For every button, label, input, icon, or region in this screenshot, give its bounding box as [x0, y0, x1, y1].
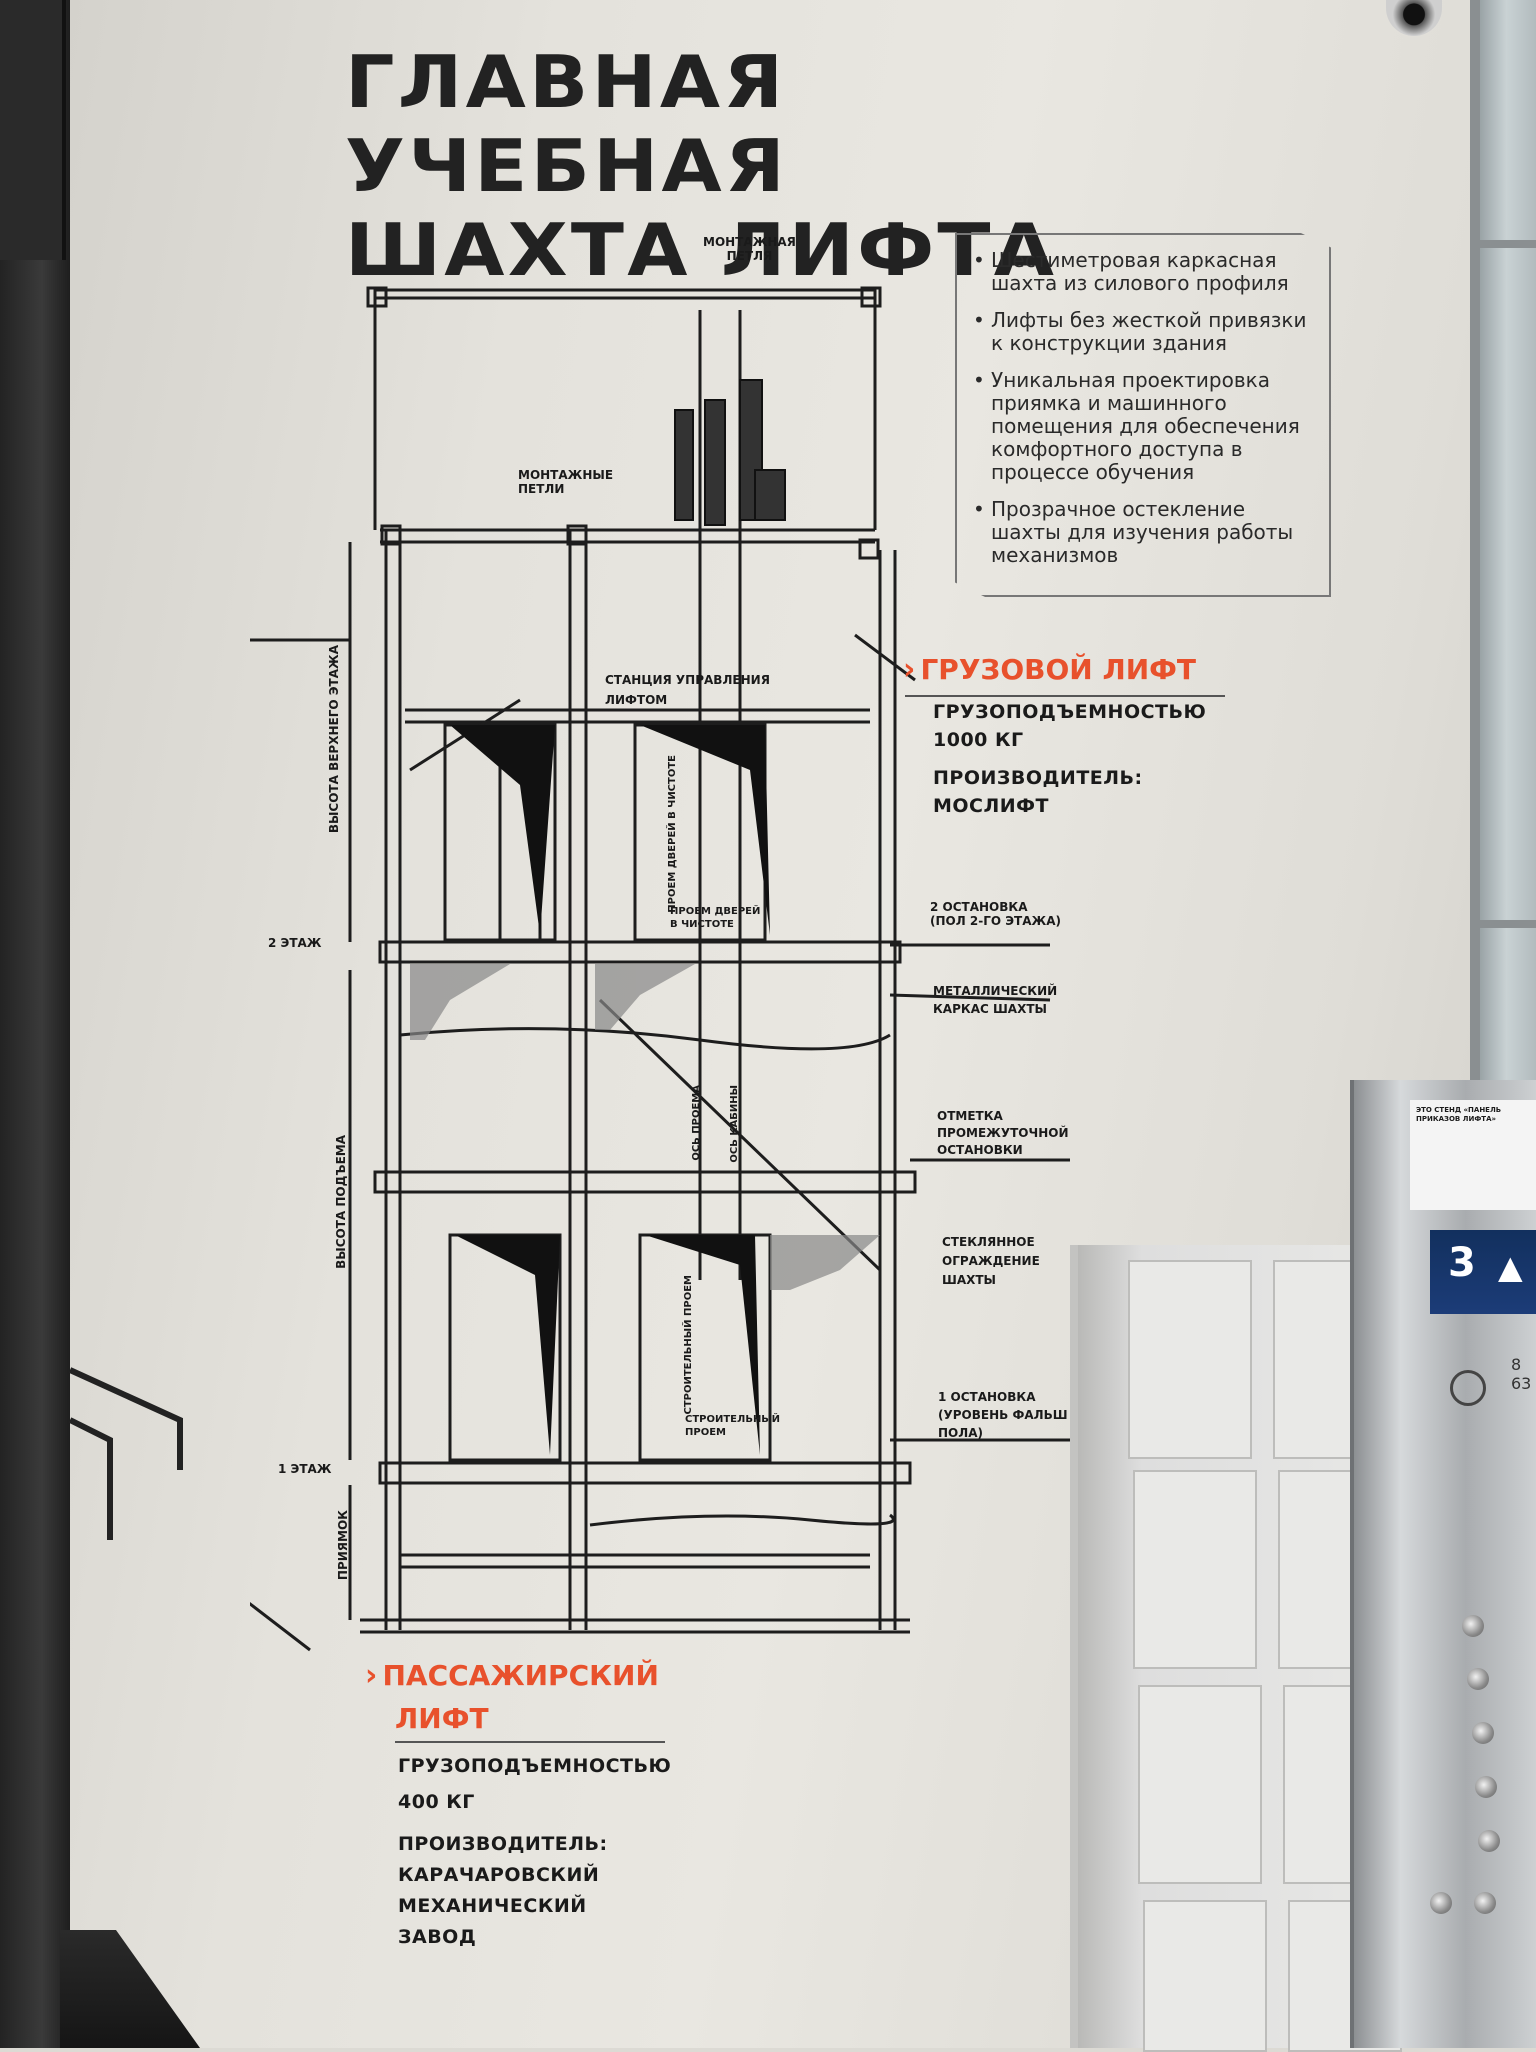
feature-item: Лифты без жесткой привязки к конструкции… — [973, 309, 1311, 355]
floor-indicator-display: 3 ▲ — [1430, 1230, 1536, 1314]
label-intermediate-stop: ОТМЕТКА ПРОМЕЖУТОЧНОЙ ОСТАНОВКИ — [937, 1109, 1069, 1157]
label-axis-opening: ОСЬ ПРОЕМА — [691, 1085, 702, 1161]
feature-item: Уникальная проектировка приямка и машинн… — [973, 369, 1311, 484]
locker-door[interactable] — [1138, 1685, 1262, 1884]
freight-lift-specs: ГРУЗОПОДЪЕМНОСТЬЮ 1000 КГ ПРОИЗВОДИТЕЛЬ:… — [933, 701, 1207, 817]
label-door-clear-vertical: ПРОЕМ ДВЕРЕЙ В ЧИСТОТЕ — [667, 755, 678, 913]
door-button[interactable] — [1474, 1892, 1496, 1914]
label-floor-2: 2 ЭТАЖ — [268, 936, 322, 950]
label-pit: ПРИЯМОК — [336, 1510, 350, 1581]
floor-button[interactable] — [1462, 1615, 1484, 1637]
locker-door[interactable] — [1128, 1260, 1252, 1459]
label-floor-1: 1 ЭТАЖ — [278, 1462, 332, 1476]
label-glass-enclosure: СТЕКЛЯННОЕ ОГРАЖДЕНИЕ ШАХТЫ — [942, 1235, 1040, 1287]
chevron-right-icon: › — [365, 1658, 378, 1693]
passenger-lift-heading: › ПАССАЖИРСКИЙ ЛИФТ — [365, 1658, 659, 1735]
label-mount-loops: МОНТАЖНЫЕ ПЕТЛИ — [518, 468, 614, 496]
window-mullion — [1478, 240, 1536, 248]
label-building-opening-vertical: СТРОИТЕЛЬНЫЙ ПРОЕМ — [683, 1275, 694, 1415]
panel-info-sign: ЭТО СТЕНД «ПАНЕЛЬ ПРИКАЗОВ ЛИФТА» — [1410, 1100, 1536, 1210]
title-line-2: ШАХТА ЛИФТА — [345, 208, 1058, 292]
poster-title: ГЛАВНАЯ УЧЕБНАЯ ШАХТА ЛИФТА — [345, 40, 1145, 292]
chevron-right-icon: › — [903, 652, 916, 687]
window-mullion — [1478, 920, 1536, 928]
passenger-underline — [395, 1741, 665, 1743]
left-column-top — [0, 0, 66, 260]
title-line-1: ГЛАВНАЯ УЧЕБНАЯ — [345, 40, 789, 208]
stair-railing — [68, 1367, 183, 1540]
freight-lift-heading: › ГРУЗОВОЙ ЛИФТ — [903, 652, 1196, 687]
label-metal-frame: МЕТАЛЛИЧЕСКИЙ КАРКАС ШАХТЫ — [933, 984, 1058, 1016]
floor-number: 3 — [1448, 1240, 1476, 1286]
label-mount-loop: МОНТАЖНАЯ ПЕТЛЯ — [703, 235, 796, 263]
label-stop-1: 1 ОСТАНОВКА (УРОВЕНЬ ФАЛЬШ ПОЛА) — [938, 1390, 1068, 1440]
label-top-floor-height: ВЫСОТА ВЕРХНЕГО ЭТАЖА — [327, 645, 341, 834]
capacity-persons: 8 — [1511, 1355, 1522, 1374]
features-box: Шестиметровая каркасная шахта из силовог… — [955, 233, 1331, 597]
floor-button[interactable] — [1467, 1668, 1489, 1690]
label-door-clear: ПРОЕМ ДВЕРЕЙ В ЧИСТОТЕ — [670, 906, 761, 930]
left-dark-column — [0, 0, 70, 2048]
label-axis-cabin: ОСЬ КАБИНЫ — [729, 1085, 740, 1163]
floor-button[interactable] — [1478, 1830, 1500, 1852]
locker-door[interactable] — [1143, 1900, 1267, 2052]
label-lift-height: ВЫСОТА ПОДЪЕМА — [334, 1135, 348, 1269]
label-control-station: СТАНЦИЯ УПРАВЛЕНИЯ ЛИФТОМ — [605, 673, 770, 707]
label-building-opening: СТРОИТЕЛЬНЫЙ ПРОЕМ — [685, 1414, 781, 1438]
feature-item: Прозрачное остекление шахты для изучения… — [973, 498, 1311, 567]
floor-button[interactable] — [1472, 1722, 1494, 1744]
capacity-readout: 8 63 — [1445, 1355, 1531, 1393]
feature-item: Шестиметровая каркасная шахта из силовог… — [973, 249, 1311, 295]
freight-underline — [905, 695, 1225, 697]
locker-cabinet — [1070, 1245, 1402, 2052]
locker-door[interactable] — [1133, 1470, 1257, 1669]
shaft-blueprint — [250, 286, 1070, 1652]
door-button[interactable] — [1430, 1892, 1452, 1914]
floor-button[interactable] — [1475, 1776, 1497, 1798]
label-stop-2: 2 ОСТАНОВКА (ПОЛ 2-ГО ЭТАЖА) — [930, 900, 1061, 928]
up-arrow-icon: ▲ — [1498, 1248, 1523, 1286]
manufacturer-logo-icon — [1450, 1370, 1486, 1406]
capacity-kg: 63 — [1511, 1374, 1532, 1393]
passenger-lift-specs: ГРУЗОПОДЪЕМНОСТЬЮ 400 КГ ПРОИЗВОДИТЕЛЬ: … — [398, 1755, 672, 1948]
right-window — [1470, 0, 1536, 1100]
